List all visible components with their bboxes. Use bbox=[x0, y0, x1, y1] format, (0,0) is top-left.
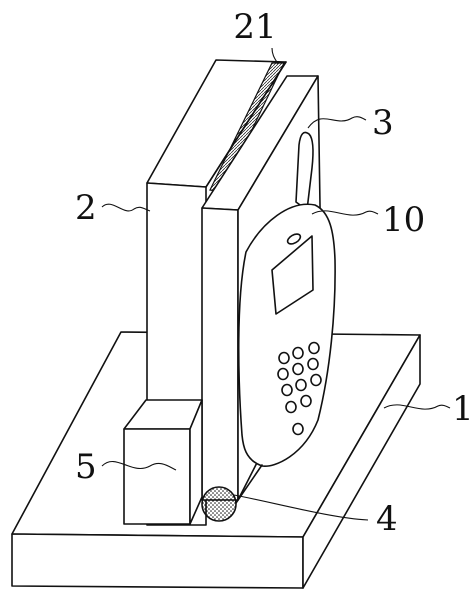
label-4: 4 bbox=[376, 499, 398, 539]
mobile-phone bbox=[237, 131, 336, 467]
label-3: 3 bbox=[372, 103, 394, 143]
leader-3 bbox=[307, 116, 367, 129]
label-5: 5 bbox=[75, 447, 97, 487]
roller bbox=[201, 464, 263, 522]
block bbox=[123, 399, 203, 525]
leader-lines bbox=[101, 47, 451, 521]
leader-2 bbox=[101, 203, 151, 212]
keypad bbox=[277, 341, 322, 436]
leader-5 bbox=[101, 460, 177, 471]
label-1: 1 bbox=[452, 389, 474, 429]
leader-10 bbox=[311, 210, 379, 216]
leader-21 bbox=[271, 47, 279, 65]
label-2: 2 bbox=[75, 188, 97, 228]
leader-4 bbox=[233, 494, 369, 521]
reference-labels: 21 3 2 10 1 5 4 bbox=[75, 7, 474, 539]
label-21: 21 bbox=[233, 7, 276, 47]
label-10: 10 bbox=[382, 200, 425, 240]
leader-1 bbox=[383, 404, 451, 410]
